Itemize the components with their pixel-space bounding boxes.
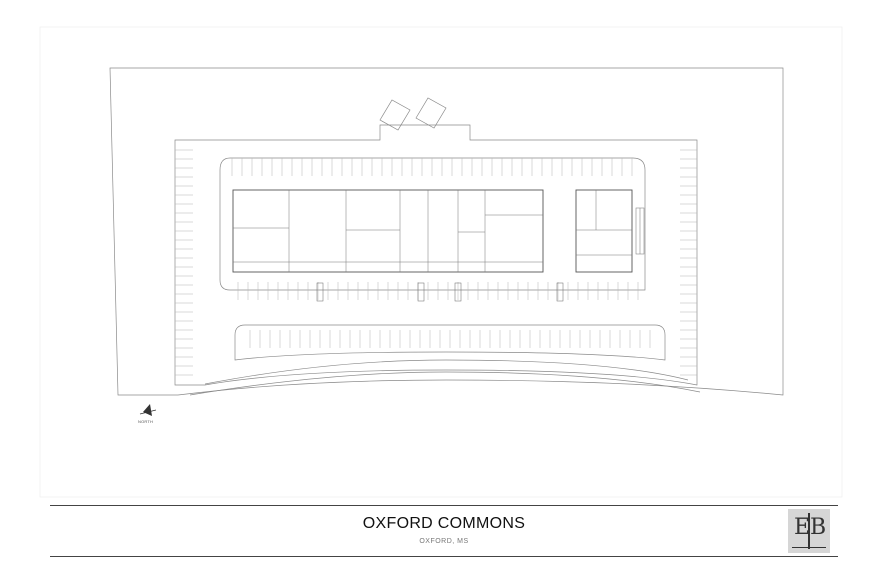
north-arrow-icon — [139, 404, 157, 416]
dumpster-enclosure-2 — [415, 97, 447, 129]
crosswalks — [316, 282, 564, 302]
north-label: NORTH — [138, 419, 154, 424]
parking-lot-outline — [174, 124, 698, 386]
building-footprint — [232, 189, 633, 273]
logo-letter-b: B — [810, 515, 827, 540]
firm-logo: E B — [788, 509, 830, 553]
project-location: OXFORD, MS — [419, 538, 469, 545]
road-curve — [189, 371, 701, 396]
logo-divider — [808, 513, 810, 549]
project-title: OXFORD COMMONS — [362, 515, 526, 532]
dumpster-enclosure-1 — [379, 99, 411, 131]
property-boundary — [109, 67, 784, 396]
building-east — [575, 189, 633, 273]
sheet-border — [39, 26, 843, 498]
south-island — [234, 324, 666, 361]
title-block: OXFORD COMMONS OXFORD, MS E B — [50, 505, 838, 557]
road-curve-inner — [204, 359, 689, 385]
building-west — [232, 189, 544, 273]
logo-rule — [792, 547, 826, 548]
interior-walls — [233, 190, 632, 272]
parking-stalls — [175, 149, 697, 376]
east-features — [635, 207, 645, 255]
building-island — [219, 157, 646, 291]
logo-letter-e: E — [794, 515, 811, 540]
